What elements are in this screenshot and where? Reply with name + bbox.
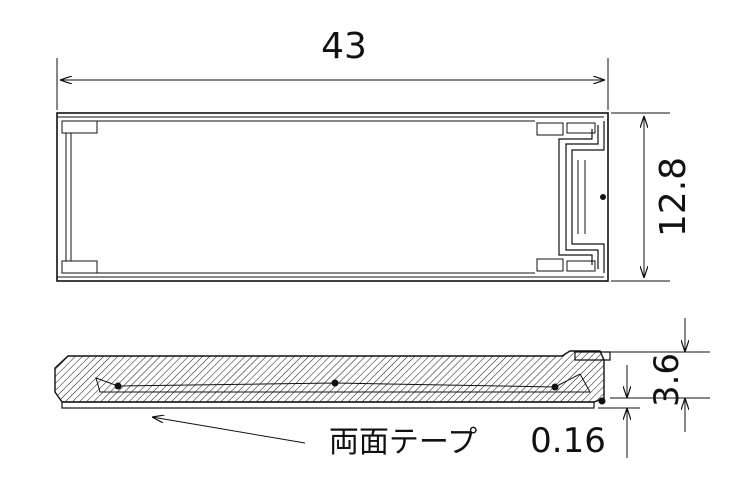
right-end-connector xyxy=(536,121,606,273)
contact-point xyxy=(331,379,339,387)
dimension-length: 43 xyxy=(56,26,609,110)
contact-point xyxy=(114,382,122,390)
contact-point xyxy=(551,383,559,391)
contact-point xyxy=(598,397,606,405)
top-view-outline xyxy=(56,112,609,282)
dimension-tape-thickness-label: 0.16 xyxy=(530,421,606,461)
tape-label: 両面テープ xyxy=(329,425,477,460)
top-view: 43 12.8 xyxy=(56,26,694,282)
dimension-tape-thickness: 0.16 xyxy=(530,365,640,461)
dimension-thickness: 3.6 xyxy=(610,318,710,432)
dimension-height-label: 12.8 xyxy=(653,157,694,237)
section-body xyxy=(54,350,605,403)
tape-layer xyxy=(61,401,595,409)
left-end-clip xyxy=(61,120,98,274)
dimension-height: 12.8 xyxy=(611,112,694,282)
dimension-length-label: 43 xyxy=(321,26,367,67)
dimension-thickness-label: 3.6 xyxy=(647,353,687,407)
connector-point xyxy=(600,194,606,200)
tape-callout: 両面テープ xyxy=(152,417,477,460)
section-view: 3.6 0.16 両面テープ xyxy=(54,318,710,461)
